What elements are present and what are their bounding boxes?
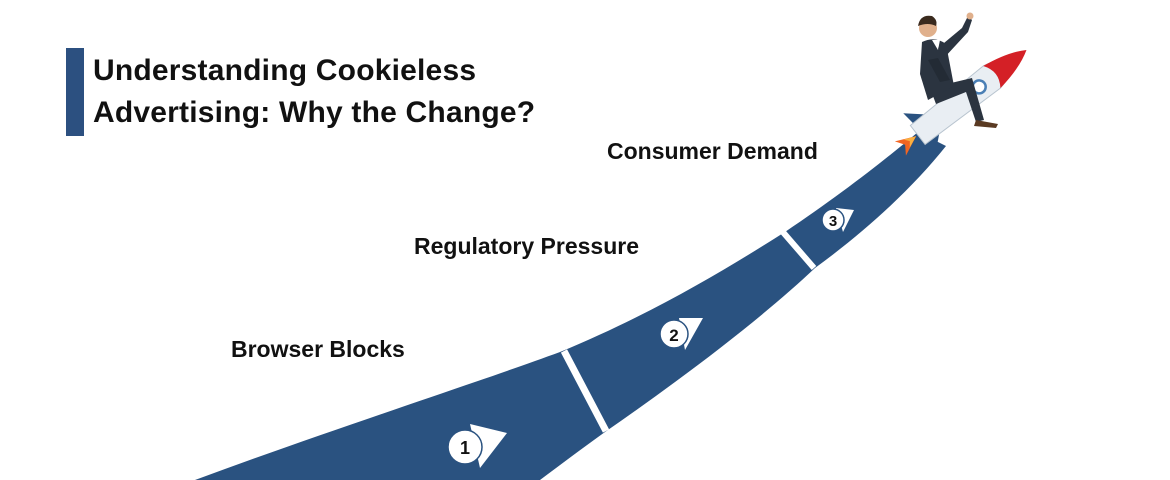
stage-marker-1: 1 [447, 424, 507, 468]
businessman-icon [918, 12, 998, 128]
growth-path [195, 132, 946, 480]
stage-number-2: 2 [669, 326, 678, 345]
rocket-icon [894, 49, 1027, 156]
title-line-2: Advertising: Why the Change? [93, 96, 536, 129]
title-line-1: Understanding Cookieless [93, 54, 477, 87]
title-accent-bar [66, 48, 84, 136]
stage-number-3: 3 [829, 213, 837, 230]
stage-label-consumer-demand: Consumer Demand [607, 138, 818, 164]
stage-label-browser-blocks: Browser Blocks [231, 336, 405, 362]
page-title: Understanding Cookieless Advertising: Wh… [93, 50, 653, 134]
stage-label-regulatory-pressure: Regulatory Pressure [414, 233, 639, 259]
stage-divider-1 [560, 349, 610, 433]
stage-divider-2 [779, 229, 817, 270]
stage-number-1: 1 [460, 438, 470, 458]
stage-marker-3: 3 [821, 208, 854, 232]
stage-marker-2: 2 [659, 318, 703, 350]
